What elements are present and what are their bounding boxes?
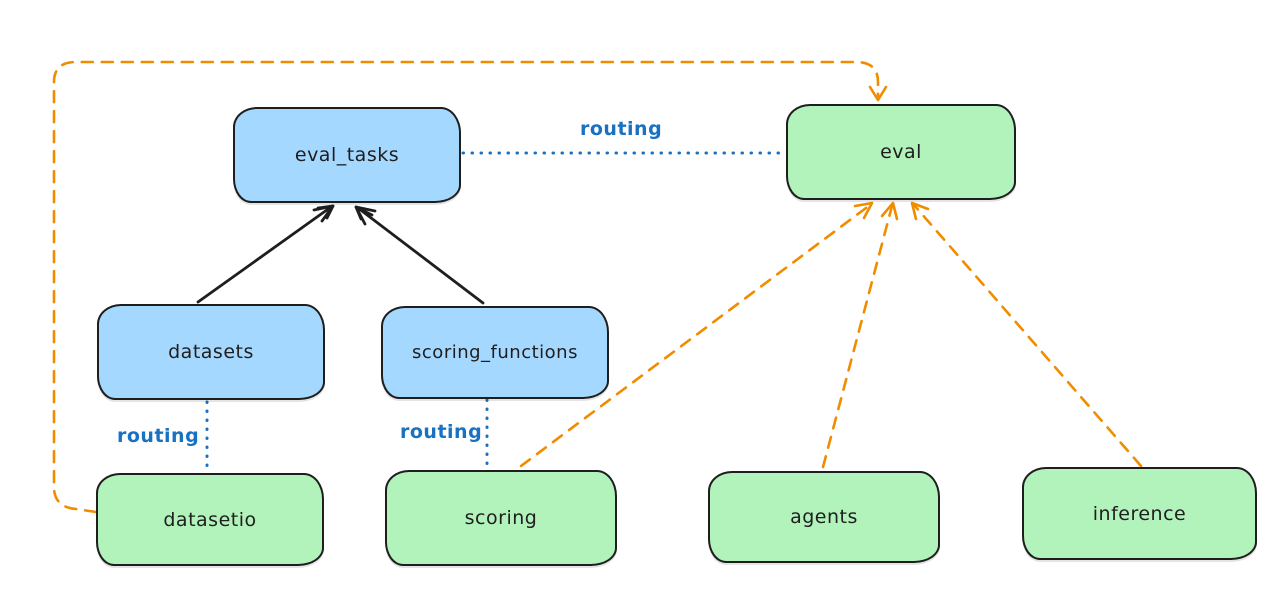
node-agents-label: agents <box>790 506 858 528</box>
node-datasets-label: datasets <box>168 341 254 363</box>
node-inference: inference <box>1022 467 1257 560</box>
node-scoring-functions-label: scoring_functions <box>412 342 578 363</box>
edge-agents-to-eval <box>821 201 899 469</box>
edge-datasetio-to-eval-loop <box>52 60 888 514</box>
node-scoring-functions: scoring_functions <box>381 306 609 399</box>
edge-scoring-functions-to-eval-tasks <box>354 205 485 305</box>
node-datasetio-label: datasetio <box>163 508 257 531</box>
node-eval-tasks-label: eval_tasks <box>294 144 400 166</box>
edge-scoring-to-eval <box>519 201 874 468</box>
edge-inference-to-eval <box>910 201 1143 468</box>
node-datasetio: datasetio <box>96 473 324 566</box>
node-scoring-label: scoring <box>464 507 538 529</box>
node-datasets: datasets <box>97 304 325 400</box>
node-eval-label: eval <box>880 141 922 163</box>
node-eval: eval <box>786 104 1016 200</box>
node-eval-tasks: eval_tasks <box>233 107 461 203</box>
edge-label-routing-datasets-datasetio: routing <box>117 425 200 447</box>
node-inference-label: inference <box>1092 502 1187 525</box>
node-agents: agents <box>708 471 940 563</box>
node-scoring: scoring <box>385 470 617 566</box>
edge-datasets-to-eval-tasks <box>196 204 335 304</box>
edge-label-routing-eval-tasks-eval: routing <box>580 118 663 140</box>
edge-label-routing-scoring-functions-scoring: routing <box>400 421 483 443</box>
